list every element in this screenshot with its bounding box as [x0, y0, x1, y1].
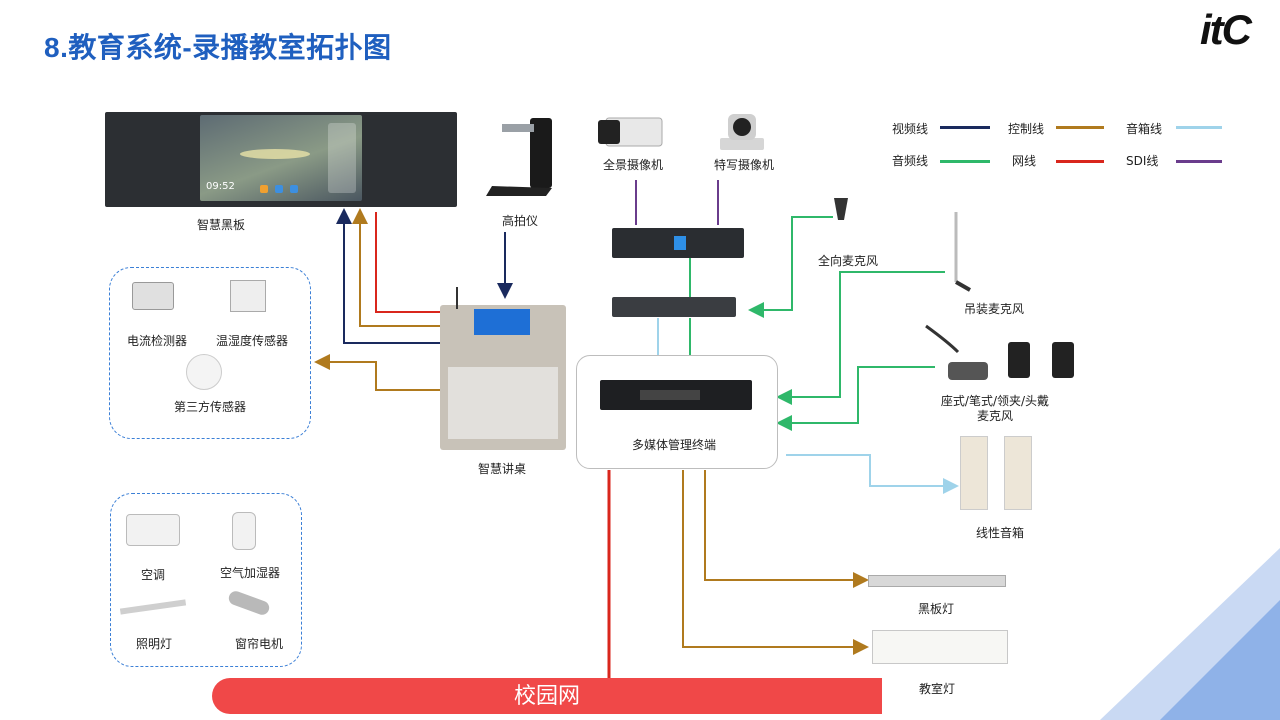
- legend-speaker-label: 音箱线: [1126, 122, 1163, 136]
- legend-audio-label: 音频线: [892, 154, 929, 168]
- campus-network-bar: 校园网: [212, 678, 882, 714]
- legend-network-swatch: [1056, 160, 1104, 163]
- line-speaker-label: 线性音箱: [975, 526, 1025, 540]
- current-detector-image: [132, 282, 174, 310]
- board-screen: 09:52: [200, 115, 362, 201]
- audio-line: [748, 216, 833, 318]
- closeup-camera-label: 特写摄像机: [713, 158, 775, 172]
- visualizer-image: [486, 118, 552, 196]
- network-line: [375, 212, 440, 313]
- classroom-light-label: 教室灯: [918, 682, 956, 696]
- board-clock: 09:52: [206, 181, 235, 192]
- temp-humidity-sensor-image: [230, 280, 266, 312]
- lighting-label: 照明灯: [135, 637, 173, 651]
- omni-mic-label: 全向麦克风: [817, 254, 879, 268]
- board-light-image: [868, 575, 1006, 587]
- third-party-sensor-image: [186, 354, 222, 390]
- legend-control-label: 控制线: [1008, 122, 1045, 136]
- desk-mics-label: 座式/笔式/领夹/头戴 麦克风: [940, 394, 1050, 423]
- smart-podium-image: [440, 287, 566, 450]
- desk-mics-image: [925, 324, 1074, 380]
- legend-network-label: 网线: [1012, 154, 1037, 168]
- control-line: [704, 470, 869, 588]
- current-detector-label: 电流检测器: [126, 334, 188, 348]
- video-line: [336, 208, 440, 344]
- hanging-mic-image: [954, 212, 971, 292]
- line-speaker-left: [960, 436, 988, 510]
- air-conditioner-image: [126, 514, 180, 546]
- humidifier-image: [232, 512, 256, 550]
- omni-mic-image: [834, 198, 848, 220]
- appliances-group: [110, 493, 302, 667]
- control-line: [352, 208, 440, 327]
- media-terminal-callout: [576, 355, 778, 469]
- hanging-mic-label: 吊装麦克风: [963, 302, 1025, 316]
- line-speaker-right: [1004, 436, 1032, 510]
- air-conditioner-label: 空调: [140, 568, 166, 582]
- classroom-light-image: [872, 630, 1008, 664]
- itc-logo: itC: [1200, 6, 1252, 53]
- audio-processor-device: [612, 297, 736, 317]
- smart-board-label: 智慧黑板: [196, 218, 246, 232]
- temp-humidity-sensor-label: 温湿度传感器: [215, 334, 289, 348]
- visualizer-label: 高拍仪: [501, 214, 539, 228]
- speaker-line: [786, 454, 959, 494]
- legend-video-swatch: [940, 126, 990, 129]
- smart-podium-label: 智慧讲桌: [477, 462, 527, 476]
- media-terminal-label: 多媒体管理终端: [631, 438, 717, 452]
- control-line: [682, 470, 869, 655]
- page-title: 8.教育系统-录播教室拓扑图: [44, 32, 392, 63]
- control-line: [314, 354, 440, 391]
- board-light-label: 黑板灯: [917, 602, 955, 616]
- sensors-group: [109, 267, 311, 439]
- closeup-camera-image: [720, 114, 764, 150]
- panorama-camera-image: [598, 117, 663, 147]
- media-terminal-device: [600, 380, 752, 410]
- humidifier-label: 空气加湿器: [219, 566, 281, 580]
- audio-line: [776, 366, 935, 431]
- legend-control-swatch: [1056, 126, 1104, 129]
- smart-board-image: 09:52: [105, 112, 457, 207]
- third-party-sensor-label: 第三方传感器: [173, 400, 247, 414]
- legend-video-label: 视频线: [892, 122, 929, 136]
- legend-sdi-label: SDI线: [1126, 154, 1159, 168]
- audio-line: [776, 271, 945, 405]
- legend-sdi-swatch: [1176, 160, 1222, 163]
- panorama-camera-label: 全景摄像机: [602, 158, 664, 172]
- curtain-motor-label: 窗帘电机: [234, 637, 284, 651]
- legend-speaker-swatch: [1176, 126, 1222, 129]
- legend-audio-swatch: [940, 160, 990, 163]
- recording-host-device: [612, 228, 744, 258]
